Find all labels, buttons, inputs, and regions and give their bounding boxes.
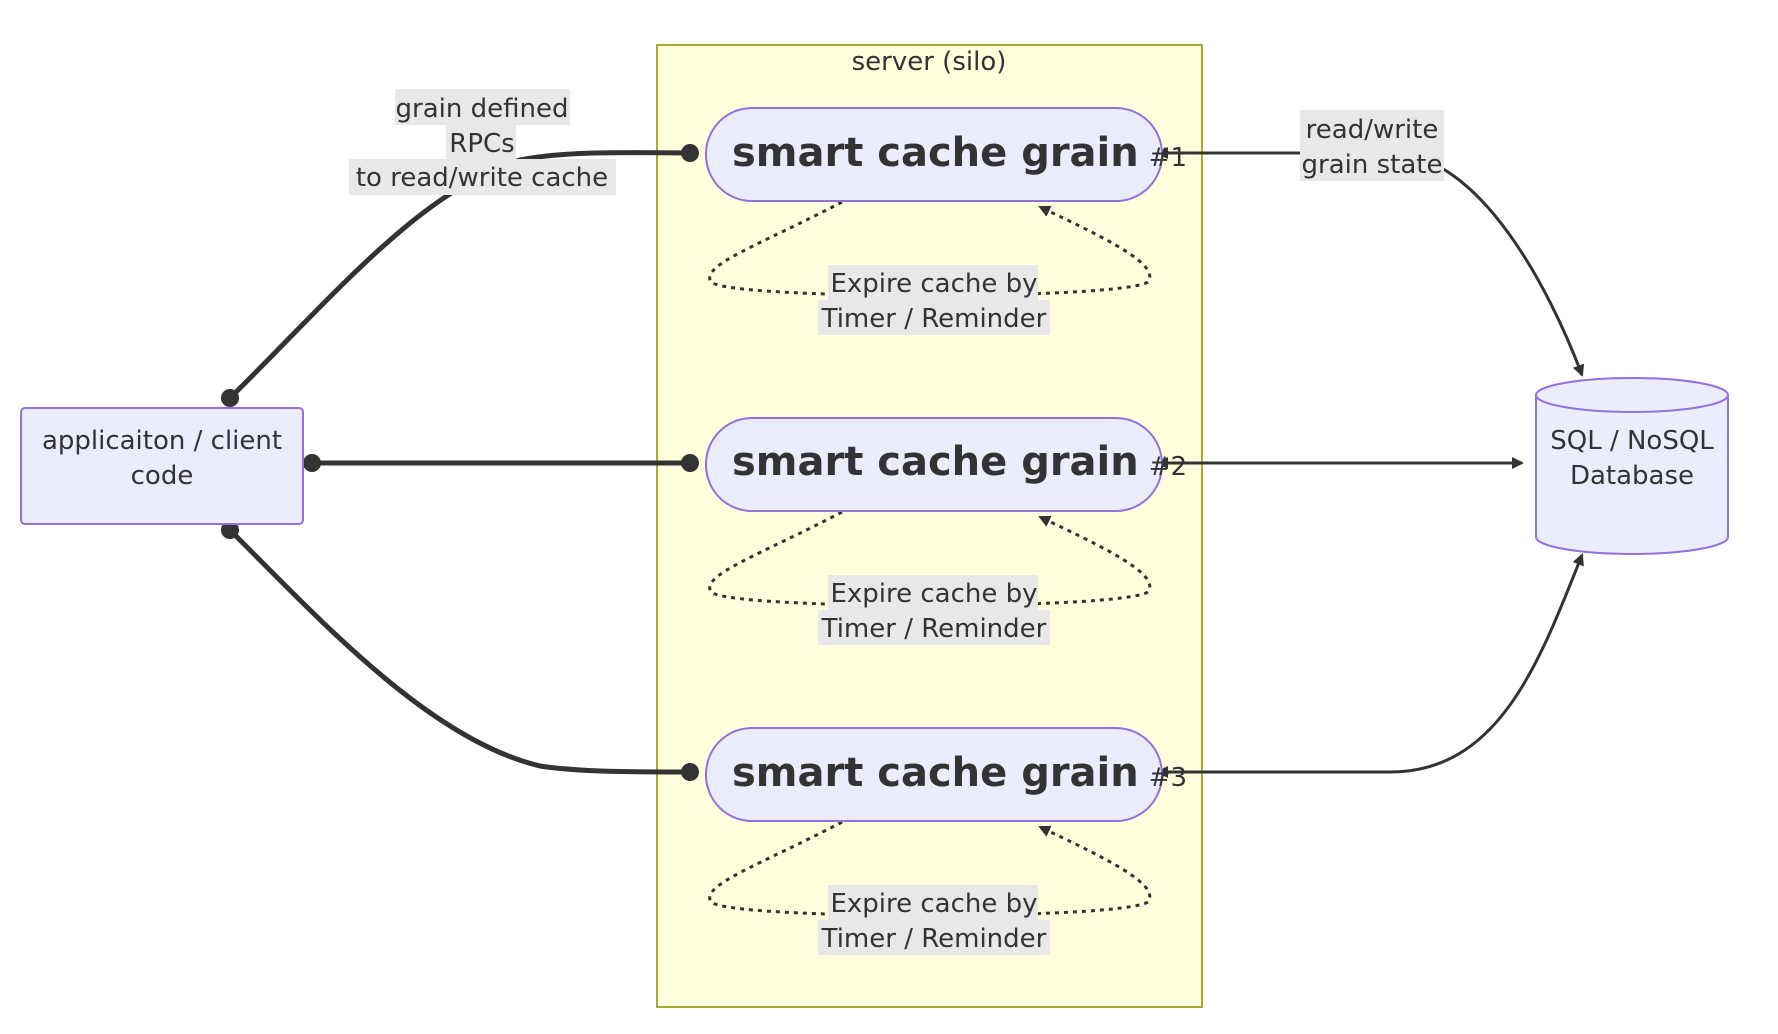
database-label-line1: SQL / NoSQL <box>1550 426 1714 456</box>
expire-label-line1: Expire cache by <box>830 269 1037 299</box>
grain-number: #1 <box>1149 143 1187 173</box>
client-label-line2: code <box>131 461 194 491</box>
rpc-edge-label: grain defined RPCs to read/write cache <box>349 89 616 195</box>
client-grain-edges <box>221 144 699 781</box>
edge-grain-db-1 <box>1156 147 1585 377</box>
database-label-line2: Database <box>1570 461 1694 491</box>
edge-dot <box>221 521 239 539</box>
edge-dot <box>303 454 321 472</box>
grain-node-3: smart cache grain #3 <box>705 727 1187 822</box>
state-label-line2: grain state <box>1302 150 1443 180</box>
edge-dot <box>221 389 239 407</box>
grain-node-2: smart cache grain #2 <box>705 417 1187 512</box>
rpc-label-line3: to read/write cache <box>356 163 608 193</box>
edge-dot <box>681 763 699 781</box>
grain-title: smart cache grain <box>732 750 1139 796</box>
expire-label-line2: Timer / Reminder <box>821 614 1047 644</box>
state-edge-label: read/write grain state <box>1300 110 1444 181</box>
expire-label-2: Expire cache by Timer / Reminder <box>818 575 1050 645</box>
client-label-line1: applicaiton / client <box>42 426 282 456</box>
grain-node-1: smart cache grain #1 <box>705 107 1187 202</box>
state-label-line1: read/write <box>1306 115 1439 145</box>
grain-title: smart cache grain <box>732 130 1139 176</box>
rpc-label-line2: RPCs <box>449 129 514 159</box>
svg-text:smart cache grain#1: smart cache grain #1 <box>732 130 1187 176</box>
server-silo-label: server (silo) <box>852 47 1007 77</box>
svg-text:smart cache grain#3: smart cache grain #3 <box>732 750 1187 796</box>
expire-label-1: Expire cache by Timer / Reminder <box>818 265 1050 335</box>
expire-label-line1: Expire cache by <box>830 889 1037 919</box>
client-node: applicaiton / client code <box>20 407 304 525</box>
svg-text:smart cache grain#2: smart cache grain #2 <box>732 439 1187 485</box>
expire-label-line2: Timer / Reminder <box>821 924 1047 954</box>
grain-title: smart cache grain <box>732 439 1139 485</box>
server-silo-cluster: server (silo) <box>656 44 1203 1008</box>
expire-label-line1: Expire cache by <box>830 579 1037 609</box>
grain-number: #3 <box>1149 763 1187 793</box>
database-node: SQL / NoSQL Database <box>1535 377 1729 555</box>
rpc-label-line1: grain defined <box>396 94 569 124</box>
edge-grain-db-3 <box>1156 553 1584 778</box>
edge-dot <box>681 454 699 472</box>
grain-database-edges <box>1156 147 1585 778</box>
expire-label-line2: Timer / Reminder <box>821 304 1047 334</box>
edge-client-grain-3 <box>228 528 691 775</box>
expire-label-3: Expire cache by Timer / Reminder <box>818 885 1050 955</box>
edge-dot <box>681 144 699 162</box>
grain-number: #2 <box>1149 452 1187 482</box>
